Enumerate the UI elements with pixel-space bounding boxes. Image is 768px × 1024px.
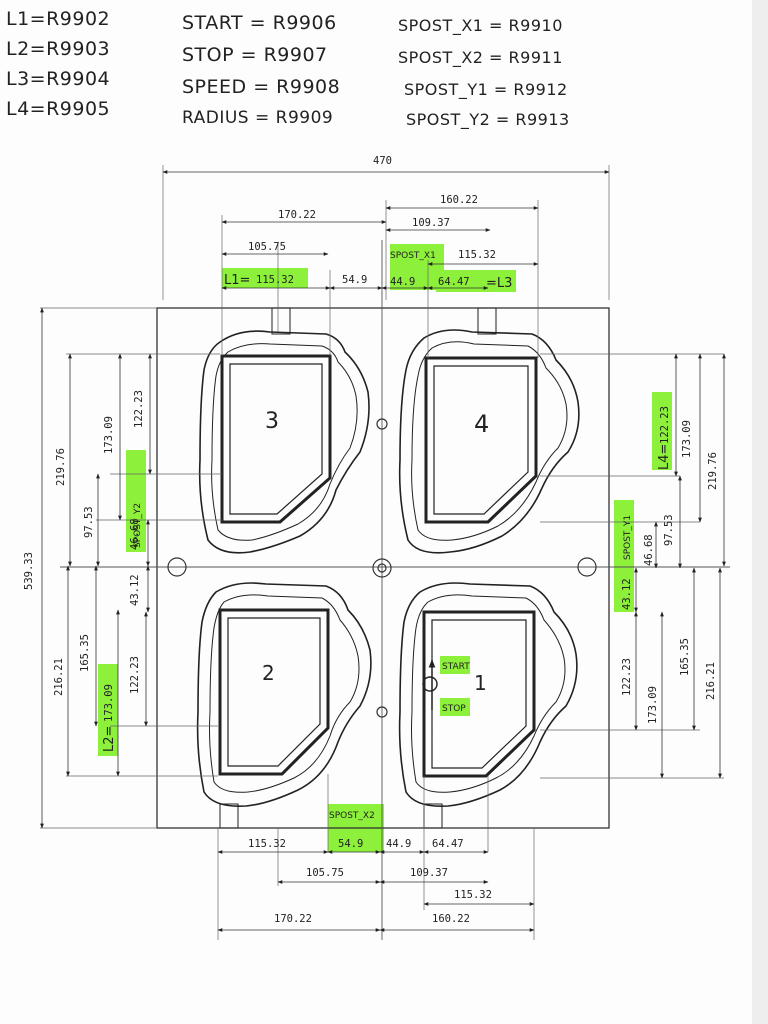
highlight-spost-x1 xyxy=(390,244,444,290)
cavity-label-2: 2 xyxy=(262,661,275,685)
note-spost-x1: SPOST_X1 = R9910 xyxy=(398,16,563,35)
note-l1: L1=R9902 xyxy=(6,8,111,30)
dim-left-9753: 97.53 xyxy=(83,506,95,538)
lower-pin-hole xyxy=(376,706,388,718)
note-speed: SPEED = R9908 xyxy=(182,76,341,98)
dim-top-115-right: 115.32 xyxy=(458,249,496,261)
dim-right-4312: 43.12 xyxy=(621,578,633,610)
dim-left-173: 173.09 xyxy=(103,416,115,454)
dim-top-6447: 64.47 xyxy=(438,276,470,288)
note-start: START = R9906 xyxy=(182,12,337,34)
dim-right-9753: 97.53 xyxy=(663,514,675,546)
dim-bot-160: 160.22 xyxy=(432,913,470,925)
dim-right-4668: 46.68 xyxy=(643,534,655,566)
note-l3: L3=R9904 xyxy=(6,68,111,90)
note-spost-y1: SPOST_Y1 = R9912 xyxy=(404,80,568,99)
gate-4 xyxy=(477,307,497,335)
left-dowel-hole xyxy=(167,557,187,577)
cavity-3 xyxy=(198,330,370,554)
dim-top-449: 44.9 xyxy=(390,276,415,288)
dim-bot-6447: 64.47 xyxy=(432,838,464,850)
dim-total-width: 470 xyxy=(373,155,392,167)
dim-top-109: 109.37 xyxy=(412,217,450,229)
dim-right-173-top: 173.09 xyxy=(681,420,693,458)
cavity-label-4: 4 xyxy=(474,410,489,438)
dimension-lines xyxy=(40,170,726,932)
dim-left-173-bot: 173.09 xyxy=(103,684,115,722)
dim-left-122-top: 122.23 xyxy=(133,390,145,428)
highlight-spost-y2 xyxy=(126,450,146,552)
note-spost-x2: SPOST_X2 = R9911 xyxy=(398,48,563,67)
cavity-2 xyxy=(196,582,372,808)
gate-3 xyxy=(271,307,291,335)
right-dowel-hole xyxy=(577,557,597,577)
upper-pin-hole xyxy=(376,418,388,430)
gate-1 xyxy=(423,803,443,829)
label-start: START xyxy=(442,662,470,672)
dim-right-122-top: 122.23 xyxy=(659,406,671,444)
dim-top-115-left: 115.32 xyxy=(256,274,294,286)
dim-bot-449: 44.9 xyxy=(386,838,411,850)
cavity-1 xyxy=(398,582,578,808)
scan-edge xyxy=(752,0,768,1024)
highlight-spost-y1 xyxy=(614,500,634,612)
label-stop: STOP xyxy=(442,704,466,714)
dim-top-170: 170.22 xyxy=(278,209,316,221)
note-l4: L4=R9905 xyxy=(6,98,111,120)
label-spost-y1: SPOST_Y1 xyxy=(623,515,633,560)
dim-left-216: 216.21 xyxy=(53,658,65,696)
extension-lines xyxy=(40,165,724,940)
dim-left-219: 219.76 xyxy=(55,448,67,486)
label-l1: L1= xyxy=(224,273,250,288)
highlight-l2 xyxy=(98,664,118,756)
dim-bot-170: 170.22 xyxy=(274,913,312,925)
label-spost-y2: SPOST_Y2 xyxy=(133,503,143,548)
dim-right-165: 165.35 xyxy=(679,638,691,676)
cavity-label-3: 3 xyxy=(265,409,279,434)
gate-2 xyxy=(219,803,239,829)
dim-right-122-bot: 122.23 xyxy=(621,658,633,696)
highlight-stop xyxy=(440,698,470,716)
highlight-start xyxy=(440,656,470,674)
note-radius: RADIUS = R9909 xyxy=(182,108,334,128)
dim-right-216: 216.21 xyxy=(705,662,717,700)
dim-bot-105: 105.75 xyxy=(306,867,344,879)
dim-left-122-bot: 122.23 xyxy=(129,656,141,694)
center-hole-inner xyxy=(377,563,387,573)
label-l2: L2= xyxy=(102,726,117,752)
highlights xyxy=(98,244,672,852)
label-l3: =L3 xyxy=(486,276,512,291)
dim-bot-115-right: 115.32 xyxy=(454,889,492,901)
note-l2: L2=R9903 xyxy=(6,38,111,60)
highlight-l1 xyxy=(222,268,308,288)
dim-total-height: 539.33 xyxy=(23,552,35,590)
plate-outline xyxy=(156,307,610,829)
dim-top-105: 105.75 xyxy=(248,241,286,253)
note-stop: STOP = R9907 xyxy=(182,44,328,66)
highlight-l4 xyxy=(652,392,672,470)
label-spost-x2: SPOST_X2 xyxy=(329,811,375,821)
dim-left-4312: 43.12 xyxy=(129,574,141,606)
dim-bot-109: 109.37 xyxy=(410,867,448,879)
start-stop-marker xyxy=(422,659,438,710)
dim-right-219: 219.76 xyxy=(707,452,719,490)
dim-top-549: 54.9 xyxy=(342,274,367,286)
cavity-4 xyxy=(398,329,580,554)
label-l4: L4= xyxy=(657,444,672,470)
dim-bot-549: 54.9 xyxy=(338,838,363,850)
dim-right-173-bot: 173.09 xyxy=(647,686,659,724)
dim-left-4668: 46.68 xyxy=(129,518,141,550)
cavity-label-1: 1 xyxy=(474,671,487,695)
center-hole xyxy=(372,558,392,578)
note-spost-y2: SPOST_Y2 = R9913 xyxy=(406,110,570,129)
dim-top-160: 160.22 xyxy=(440,194,478,206)
dim-left-165: 165.35 xyxy=(79,634,91,672)
label-spost-x1: SPOST_X1 xyxy=(390,251,436,261)
dim-bot-115-left: 115.32 xyxy=(248,838,286,850)
